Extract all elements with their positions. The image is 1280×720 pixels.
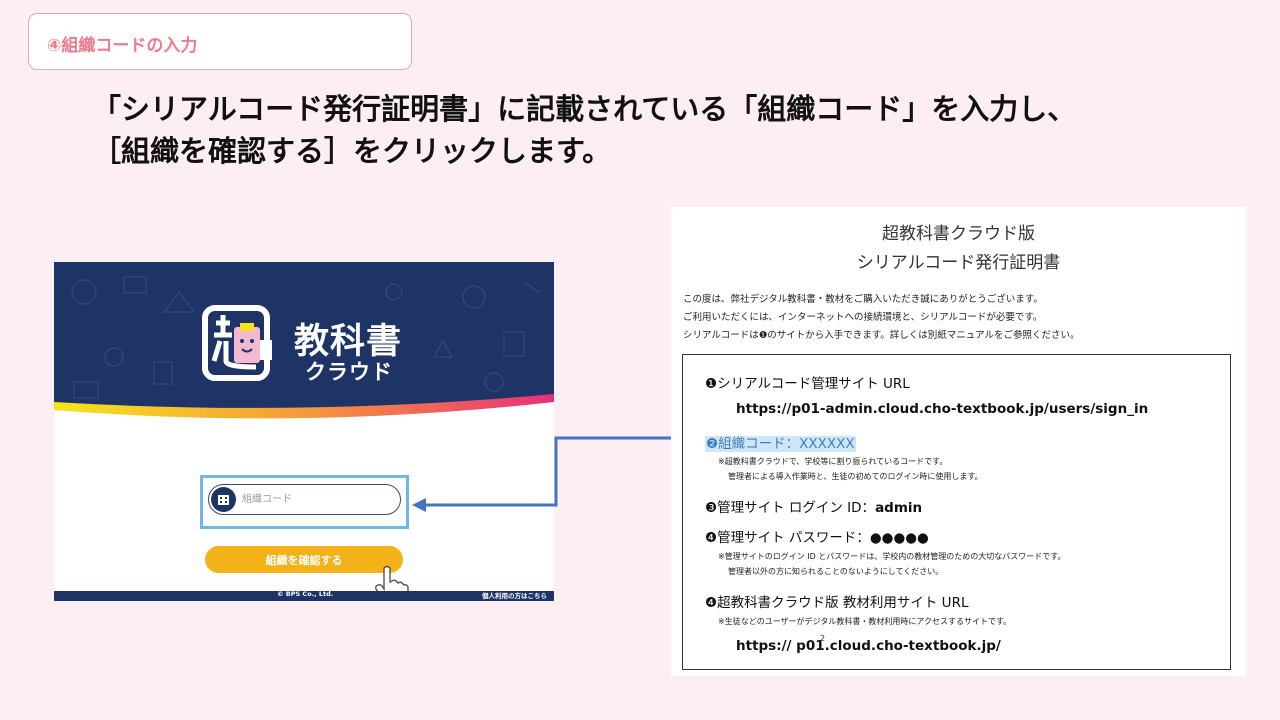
login-hero-banner — [54, 262, 554, 442]
certificate-title-2: シリアルコード発行証明書 — [856, 253, 1061, 273]
material-site-note: ※生徒などのユーザーがデジタル教科書・教材利用時にアクセスするサイトです。 — [718, 617, 1012, 626]
password-value: ●●●●● — [869, 530, 929, 546]
page-number: 2 — [820, 634, 826, 643]
login-id-row: ❸管理サイト ログイン ID：admin — [705, 496, 922, 516]
headline-line-1: 「シリアルコード発行証明書」に記載されている「組織コード」を入力し、 — [92, 92, 1077, 126]
org-code-label: ❷組織コード：XXXXXX — [705, 432, 856, 452]
personal-use-link[interactable]: 個人利用の方はこちら — [482, 592, 547, 600]
password-row: ❹管理サイト パスワード：●●●●● — [705, 526, 929, 546]
org-code-field[interactable] — [208, 484, 401, 515]
serial-code-certificate: 超教科書クラウド版 シリアルコード発行証明書 この度は、弊社デジタル教科書・教材… — [671, 207, 1246, 676]
org-code-note-1: ※超教科書クラウドで、学校等に割り振られているコードです。 — [718, 457, 948, 466]
headline-line-2: ［組織を確認する］をクリックします。 — [92, 134, 612, 168]
org-code-highlight: ❷組織コード：XXXXXX — [705, 436, 856, 452]
certificate-intro-2: ご利用いただくには、インターネットへの接続環境と、シリアルコードが必要です。 — [683, 312, 1043, 323]
org-code-note-2: 管理者による導入作業時と、生徒の初めてのログイン時に使用します。 — [728, 472, 983, 481]
building-icon — [211, 487, 236, 512]
copyright-text: © BPS Co., Ltd. — [277, 590, 334, 598]
material-site-url: https:// p01.cloud.cho-textbook.jp/ — [736, 638, 1001, 654]
certificate-info-box: ❶シリアルコード管理サイト URL https://p01-admin.clou… — [682, 354, 1231, 670]
admin-site-label: ❶シリアルコード管理サイト URL — [705, 376, 910, 392]
step-label: ④組織コードの入力 — [47, 36, 198, 56]
admin-site-url: https://p01-admin.cloud.cho-textbook.jp/… — [736, 401, 1149, 417]
certificate-intro-1: この度は、弊社デジタル教科書・教材をご購入いただき誠にありがとうございます。 — [683, 294, 1043, 305]
password-label: ❹管理サイト パスワード： — [705, 530, 870, 546]
logo-title: 教科書 — [294, 322, 403, 362]
login-screen-screenshot: 教科書 クラウド 組織を確認する © BPS Co., Ltd. 個人利用の方は… — [54, 262, 554, 601]
org-code-input-highlight — [200, 475, 409, 529]
cho-logo-icon — [202, 305, 272, 381]
login-footer: © BPS Co., Ltd. 個人利用の方はこちら — [54, 590, 554, 601]
login-id-value: admin — [875, 500, 923, 516]
logo-subtitle: クラウド — [305, 360, 393, 384]
step-label-box: ④組織コードの入力 — [28, 13, 412, 70]
material-site-label: ❹超教科書クラウド版 教材利用サイト URL — [705, 595, 969, 611]
org-code-input[interactable] — [242, 490, 392, 508]
password-note-2: 管理者以外の方に知られることのないようにしてください。 — [728, 567, 944, 576]
confirm-org-button[interactable]: 組織を確認する — [205, 546, 403, 573]
instruction-headline: 「シリアルコード発行証明書」に記載されている「組織コード」を入力し、 ［組織を確… — [92, 88, 1192, 172]
password-note-1: ※管理サイトのログイン ID とパスワードは、学校内の教材管理のための大切なパス… — [718, 552, 1066, 561]
certificate-title-1: 超教科書クラウド版 — [882, 224, 1035, 244]
login-id-label: ❸管理サイト ログイン ID： — [705, 500, 876, 516]
certificate-intro-3: シリアルコードは❶のサイトから入手できます。詳しくは別紙マニュアルをご参照くださ… — [683, 330, 1080, 341]
